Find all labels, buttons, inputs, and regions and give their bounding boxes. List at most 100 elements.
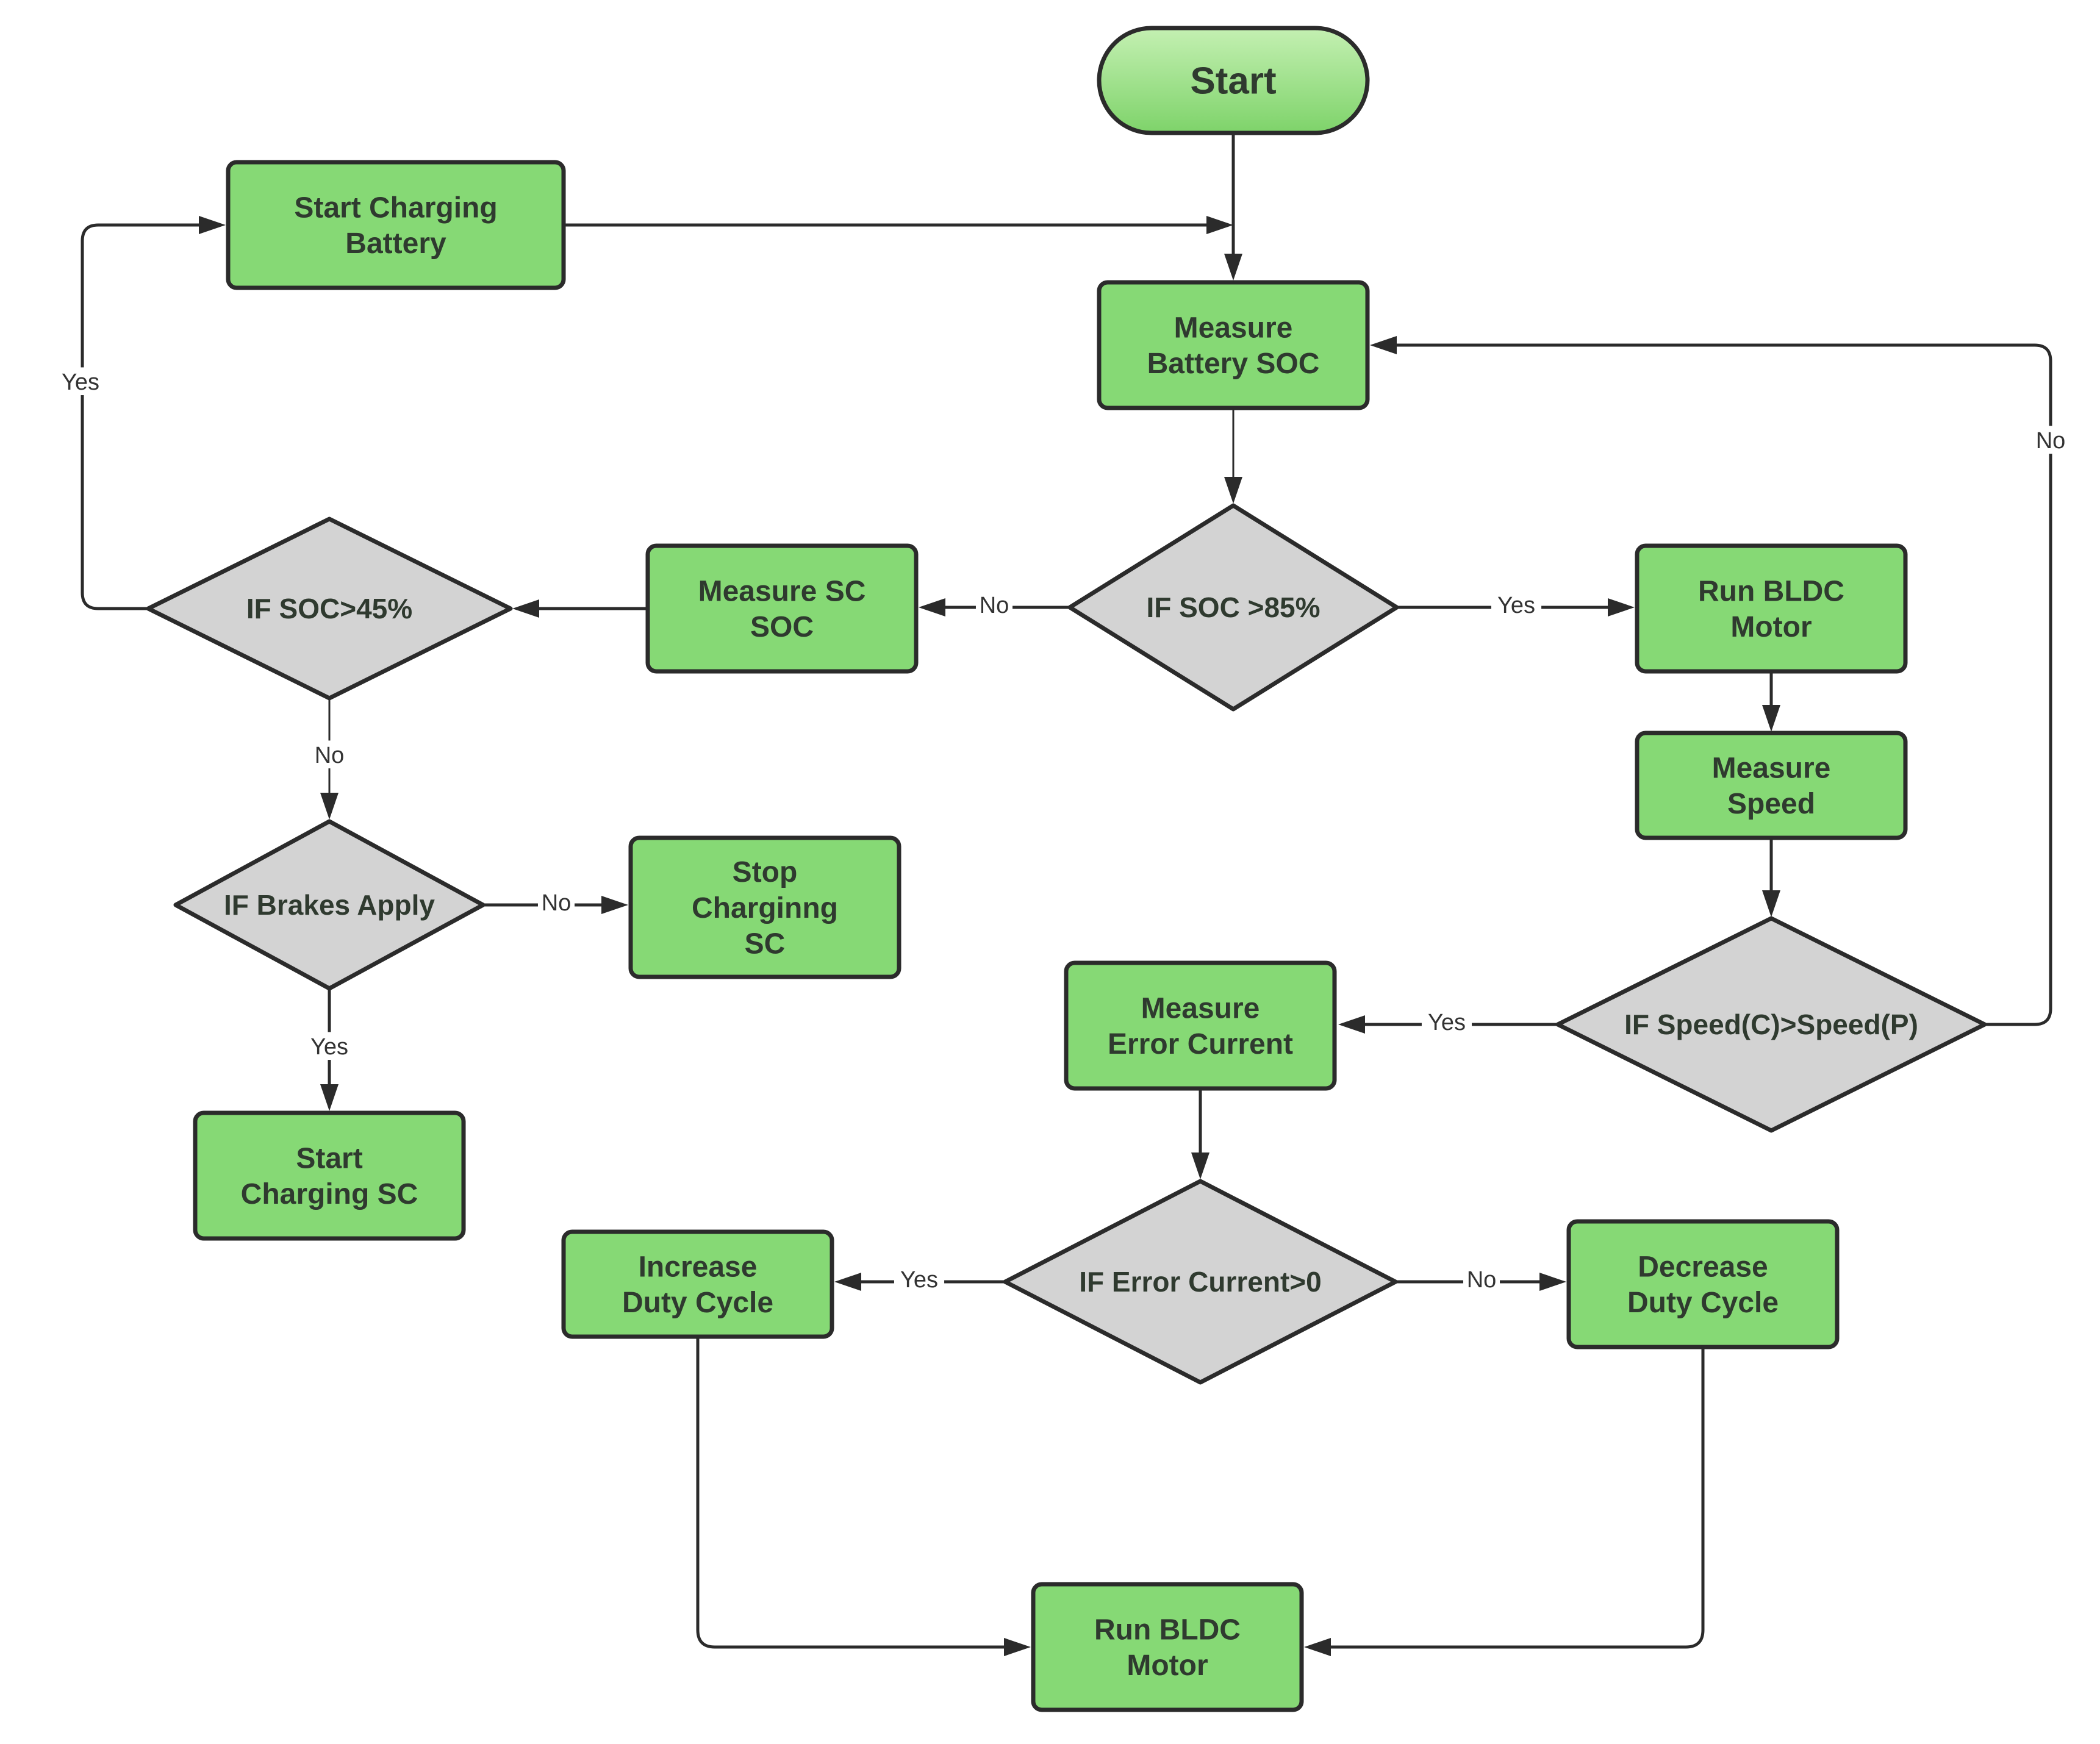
node-label-line: Error Current [1108,1028,1293,1060]
process-shape [1635,543,1908,674]
arrowhead-icon [199,216,226,234]
process-shape [645,543,919,674]
edge-label-background [1491,590,1542,619]
arrowhead-icon [1191,1153,1209,1179]
node-label-line: Measure [1712,752,1831,785]
edge-label-text: Yes [310,1034,348,1060]
node-label-line: Start [296,1143,362,1175]
node-label-line: Increase [639,1251,758,1284]
edge-label-background [310,740,348,769]
node-if-speed: IF Speed(C)>Speed(P) [1555,916,1987,1133]
node-label-line: Battery [345,227,446,260]
decision-shape [1003,1179,1398,1385]
edge-label-text: No [980,593,1009,618]
node-label-line: Motor [1127,1649,1208,1682]
node-label-line: Run BLDC [1698,576,1844,608]
edge-label-if-soc-45-no: No [310,740,348,769]
decision-shape [146,516,513,701]
edge-label-if-speed-no: No [2032,426,2070,454]
node-label-line: Measure SC [698,576,866,608]
arrowhead-icon [1762,890,1780,917]
arrowhead-icon [320,793,339,820]
process-shape [1064,960,1337,1091]
edge-decrease-to-run-bldc [1304,1348,1705,1656]
node-label-line: Decrease [1638,1251,1768,1284]
edge-label-background [894,1265,945,1293]
node-label-line: Charging SC [241,1178,418,1210]
arrowhead-icon [1539,1273,1566,1291]
node-label-line: Duty Cycle [1627,1287,1779,1319]
edge-label-text: Yes [62,370,99,395]
arrowhead-icon [1370,336,1397,354]
node-label-line: Measure [1174,312,1293,345]
node-label-line: IF SOC >85% [1146,591,1320,623]
edge-start-to-measure-battery-soc [1224,134,1242,281]
decision-shape [1555,916,1987,1133]
process-shape [628,835,901,979]
node-label-line: Measure [1141,993,1260,1025]
edge-label-background [1463,1265,1500,1293]
node-if-soc-45: IF SOC>45% [146,516,513,701]
process-shape [561,1229,834,1339]
edge-label-if-brakes-no: No [537,888,575,917]
node-label-line: Duty Cycle [622,1287,773,1319]
edge-label-if-brakes-yes: Yes [304,1032,355,1060]
edge-label-background [55,367,106,396]
edge-line [696,1338,1006,1649]
edge-measure-error-current-to-if-error [1191,1090,1209,1179]
process-shape [226,160,566,290]
process-shape [1097,280,1370,410]
arrowhead-icon [320,1084,339,1111]
arrowhead-icon [1762,705,1780,732]
node-if-soc-85: IF SOC >85% [1067,503,1399,712]
edge-if-soc-45-yes [81,216,226,610]
edge-label-text: Yes [1428,1010,1466,1035]
edge-label-background [975,590,1013,619]
process-shape [1635,731,1908,840]
edge-line [1394,343,2052,1026]
decision-shape [1067,503,1399,712]
node-if-error-current: IF Error Current>0 [1003,1179,1398,1385]
arrowhead-icon [1608,598,1635,616]
node-label-line: IF Brakes Apply [224,889,435,921]
edge-label-if-speed-yes: Yes [1421,1007,1472,1036]
process-shape [1566,1219,1840,1349]
node-label-line: Charginng [692,892,838,924]
edge-start-charging-battery-to-main-line [565,216,1233,234]
process-shape [193,1110,466,1241]
edge-label-text: Yes [900,1267,938,1293]
edge-label-if-error-no: No [1463,1265,1500,1293]
arrowhead-icon [1338,1015,1365,1034]
node-label-line: Motor [1730,611,1812,643]
process-shape [1031,1582,1304,1712]
edge-label-if-soc-85-yes: Yes [1491,590,1542,619]
arrowhead-icon [1206,216,1233,234]
arrowhead-icon [1304,1638,1331,1656]
edge-label-text: No [1467,1267,1497,1293]
edge-label-background [1421,1007,1472,1036]
node-label-line: IF Speed(C)>Speed(P) [1624,1009,1918,1040]
terminal-shape [1097,26,1370,135]
edge-label-text: No [2036,428,2066,454]
edge-layer [81,134,2052,1656]
node-label-line: SOC [750,611,814,643]
edge-increase-to-run-bldc [696,1338,1031,1656]
edge-if-speed-no [1370,336,2052,1026]
edge-label-text: Yes [1497,593,1535,618]
edge-measure-speed-to-if-speed [1762,839,1780,917]
node-label-line: IF SOC>45% [246,593,412,624]
arrowhead-icon [601,896,628,914]
